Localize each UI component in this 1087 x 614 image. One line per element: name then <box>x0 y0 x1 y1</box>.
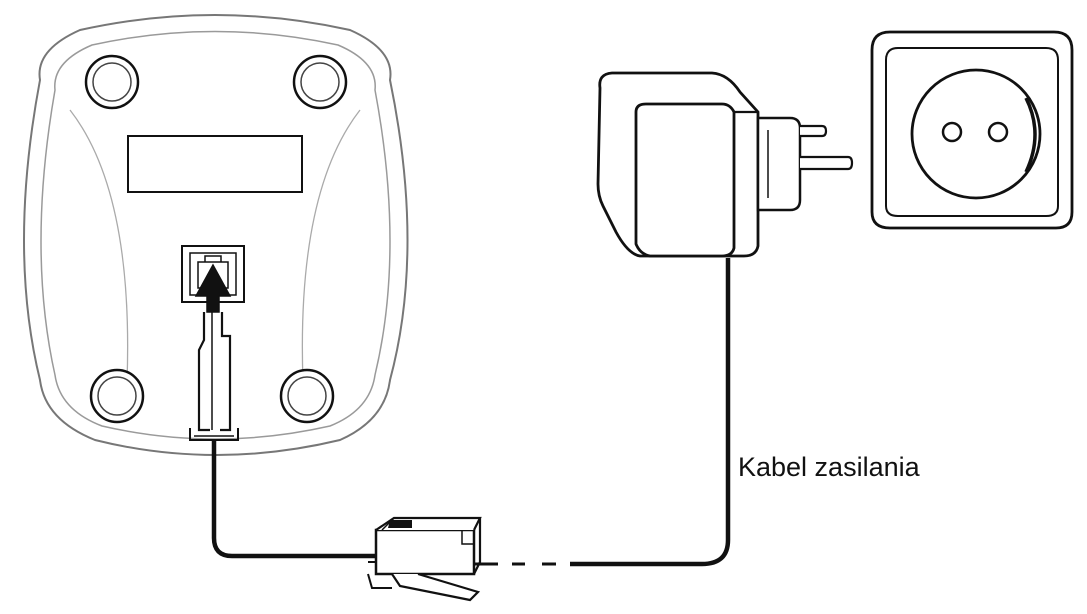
adapter-plug-block <box>756 116 802 212</box>
outlet-hole-left <box>941 121 963 143</box>
phone-base <box>23 14 409 456</box>
base-outer-shell <box>23 14 409 456</box>
power-adapter <box>596 71 854 258</box>
wall-outlet <box>870 30 1074 230</box>
rubber-foot-bottom-left <box>89 368 145 424</box>
cable-to-adapter <box>570 258 731 567</box>
insert-arrow <box>189 263 239 441</box>
adapter-prong-lower <box>800 155 854 171</box>
rubber-foot-bottom-right <box>279 368 335 424</box>
rubber-foot-top-right <box>292 54 348 110</box>
adapter-prong-upper <box>800 124 828 138</box>
rubber-foot-top-left <box>84 54 140 110</box>
cable-base-to-plug <box>211 440 376 559</box>
outlet-socket-ring <box>910 68 1042 200</box>
outlet-hole-right <box>987 121 1009 143</box>
base-right-contour <box>301 109 361 421</box>
label-plate <box>127 135 303 193</box>
base-left-contour <box>69 109 129 421</box>
modular-plug <box>367 516 482 602</box>
base-inner-rim <box>40 30 391 440</box>
power-cable-label: Kabel zasilania <box>738 452 920 482</box>
adapter-front-face <box>634 102 736 258</box>
outlet-frame-inner <box>885 47 1059 217</box>
